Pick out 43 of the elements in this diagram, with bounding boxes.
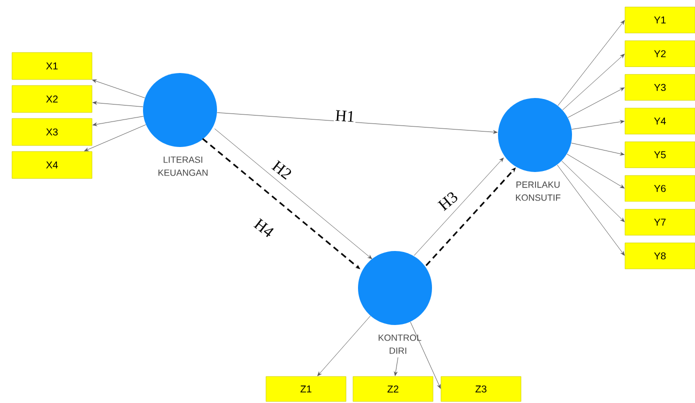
arrow [84, 124, 146, 152]
arrow [317, 316, 371, 376]
arrow [410, 322, 441, 389]
arrow [562, 54, 625, 110]
arrow [414, 158, 504, 256]
arrow [571, 142, 624, 156]
arrow [394, 357, 398, 376]
latent-variable: KONTROL DIRI [358, 251, 432, 354]
indicator-box: X4 [12, 151, 92, 179]
node-label: LITERASI KEUANGAN [158, 156, 208, 176]
arrow [216, 112, 498, 134]
indicator-box: Y4 [624, 108, 695, 134]
indicator-box: Z1 [266, 376, 346, 402]
arrow [561, 160, 625, 222]
arrow [556, 164, 625, 256]
node-label: KONTROL DIRI [378, 334, 422, 354]
arrow [558, 20, 625, 106]
indicator-box: Z3 [440, 376, 522, 402]
indicator-box: Y3 [624, 74, 695, 101]
arrow [92, 116, 144, 126]
arrow [214, 128, 372, 260]
edge-label: H1 [334, 108, 356, 123]
indicator-box: Y1 [624, 6, 695, 34]
arrow [568, 87, 624, 118]
indicator-box: Y2 [624, 40, 695, 67]
edge-label: H3 [436, 189, 460, 213]
latent-variable: PERILAKU KONSUTIF [498, 98, 572, 201]
edge-label: H4 [252, 216, 276, 240]
edge-label: H2 [270, 158, 294, 182]
indicator-box: Y6 [624, 175, 695, 202]
indicator-box: X2 [12, 85, 92, 113]
indicator-box: X1 [12, 52, 92, 80]
indicator-box: Z2 [352, 376, 434, 402]
arrow [92, 79, 146, 98]
latent-variable: LITERASI KEUANGAN [143, 73, 217, 176]
indicator-box: Y7 [624, 209, 695, 236]
indicator-box: Y8 [624, 242, 695, 270]
node-label: PERILAKU KONSUTIF [516, 182, 560, 201]
arrow [572, 120, 624, 130]
indicator-box: X3 [12, 118, 92, 146]
arrow [566, 154, 624, 188]
indicator-box: Y5 [624, 142, 695, 168]
arrow [92, 101, 144, 108]
